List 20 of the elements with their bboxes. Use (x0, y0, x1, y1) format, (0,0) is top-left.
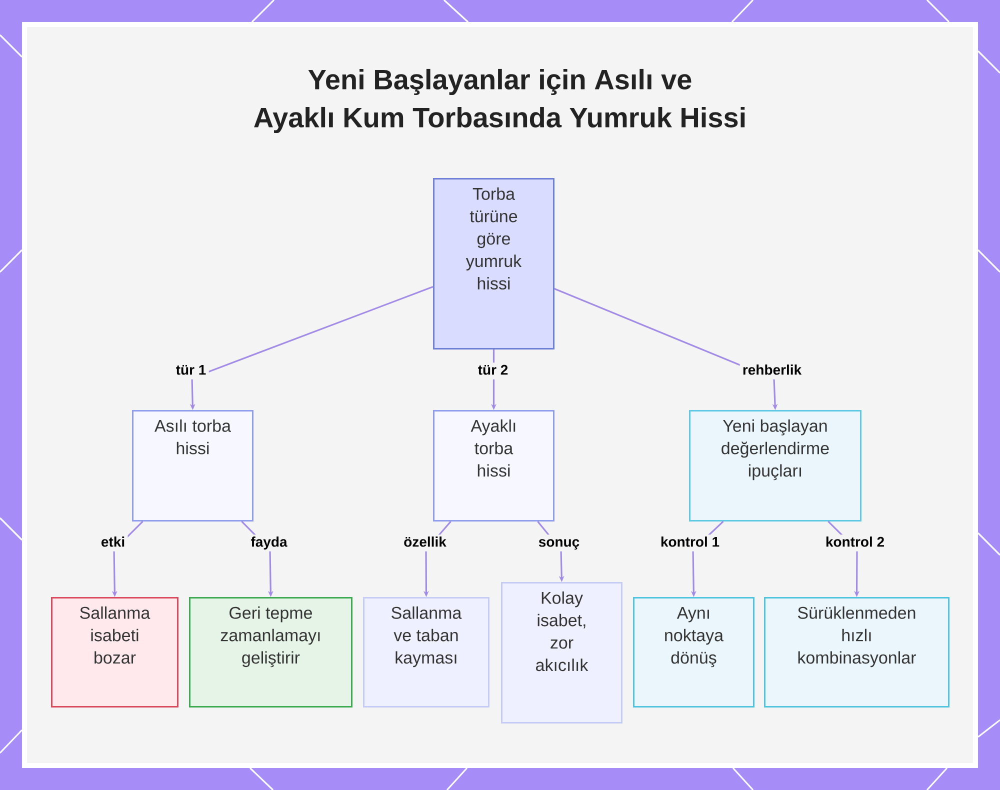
edge-label: etki (98, 534, 128, 552)
detail-box: Kolay isabet, zor akıcılık (501, 582, 622, 724)
detail-box: Geri tepme zamanlamayı geliştirir (189, 597, 352, 708)
edge-label: tür 1 (173, 362, 209, 380)
category-box: Asılı torba hissi (132, 410, 254, 522)
category-box: Yeni başlayan değerlendirme ipuçları (689, 410, 862, 522)
detail-box: Aynı noktaya dönüş (633, 597, 754, 708)
topic-box: Torba türüne göre yumruk hissi (433, 178, 554, 350)
category-box: Ayaklı torba hissi (433, 410, 554, 522)
title: Yeni Başlayanlar için Asılı ve Ayaklı Kum Torbasında Yumruk Hissi (254, 68, 745, 134)
edge-label: kontrol 2 (822, 534, 888, 552)
edge-label: tür 2 (475, 362, 511, 380)
edge-label: fayda (248, 534, 290, 552)
edge-label: kontrol 1 (658, 534, 722, 552)
detail-box: Sallanma ve taban kayması (363, 597, 490, 708)
edge-label: özellik (400, 534, 450, 552)
detail-box: Sallanma isabeti bozar (51, 597, 178, 708)
edge-label: rehberlik (740, 362, 804, 380)
edge-label: sonuç (536, 534, 582, 552)
detail-box: Sürüklenmeden hızlı kombinasyonlar (764, 597, 950, 708)
